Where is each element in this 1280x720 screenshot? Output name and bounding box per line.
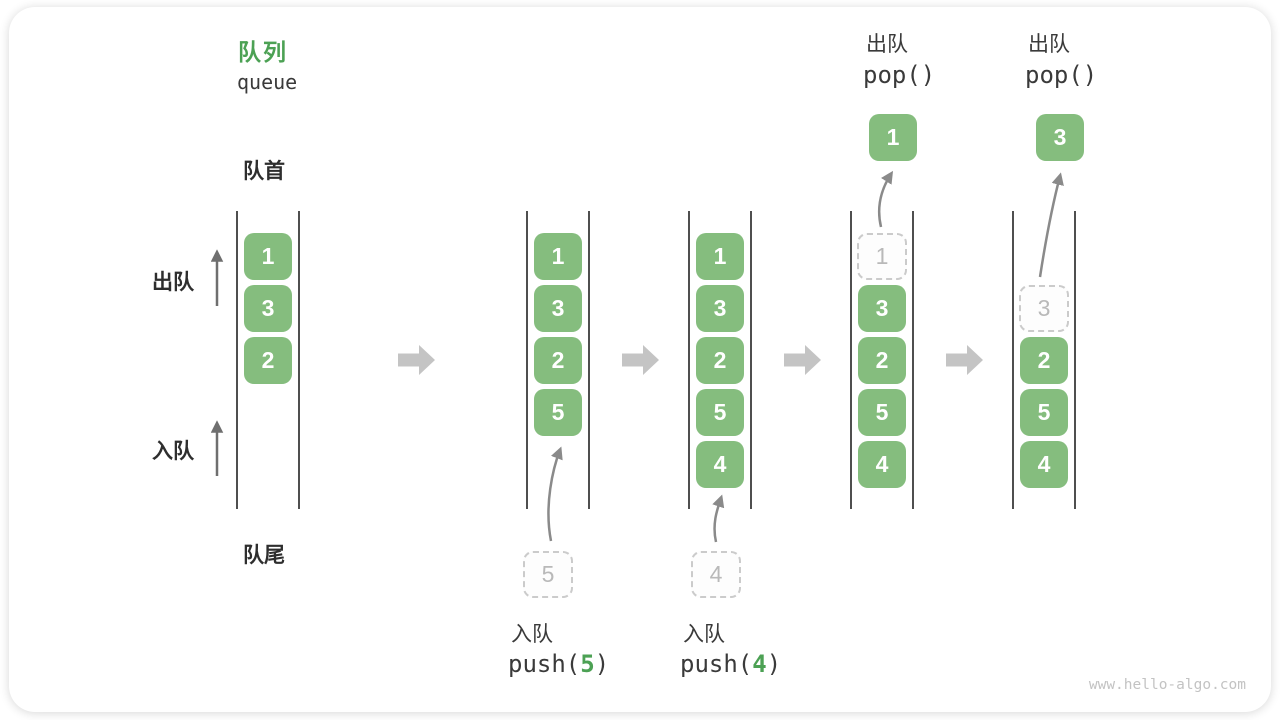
pop1-op-label: 出队 xyxy=(866,33,908,56)
queue3-cell: 2 xyxy=(696,337,744,384)
push5-code-post: ) xyxy=(594,650,610,678)
label-queue-rear: 队尾 xyxy=(243,544,285,567)
push5-code-value: 5 xyxy=(580,650,595,678)
push4-code: push(4) xyxy=(680,650,781,678)
queue4-cell: 5 xyxy=(858,389,906,436)
watermark: www.hello-algo.com xyxy=(1088,677,1246,693)
queue4-right-wall xyxy=(912,211,914,509)
queue5-cell: 4 xyxy=(1020,441,1068,488)
queue5-right-wall xyxy=(1074,211,1076,509)
queue4-cell: 2 xyxy=(858,337,906,384)
pop2-code: pop() xyxy=(1025,61,1098,89)
queue3-right-wall xyxy=(750,211,752,509)
queue1-cell: 3 xyxy=(244,285,292,332)
label-enqueue-direction: 入队 xyxy=(152,440,194,463)
queue3-left-wall xyxy=(688,211,690,509)
queue1-right-wall xyxy=(298,211,300,509)
queue2-right-wall xyxy=(588,211,590,509)
queue3-cell: 4 xyxy=(696,441,744,488)
queue3-cell: 5 xyxy=(696,389,744,436)
queue5-cell: 5 xyxy=(1020,389,1068,436)
queue2-left-wall xyxy=(526,211,528,509)
transition-arrow-icon xyxy=(946,345,983,375)
transition-arrow-icon xyxy=(784,345,821,375)
transition-arrow-icon xyxy=(398,345,435,375)
push5-code: push(5) xyxy=(508,650,609,678)
page-subtitle: queue xyxy=(237,70,298,94)
queue4-ghost-cell: 1 xyxy=(857,233,907,280)
queue1-left-wall xyxy=(236,211,238,509)
push4-code-post: ) xyxy=(766,650,782,678)
queue2-cell: 3 xyxy=(534,285,582,332)
queue4-popped-cell: 1 xyxy=(869,114,917,161)
enqueue-staging-cell-4: 4 xyxy=(691,551,741,598)
push4-code-pre: push( xyxy=(680,650,753,678)
transition-arrow-icon xyxy=(622,345,659,375)
queue1-cell: 2 xyxy=(244,337,292,384)
queue2-cell: 2 xyxy=(534,337,582,384)
queue5-popped-cell: 3 xyxy=(1036,114,1084,161)
page-title: 队列 xyxy=(238,39,288,65)
queue5-cell: 2 xyxy=(1020,337,1068,384)
queue4-cell: 3 xyxy=(858,285,906,332)
queue5-ghost-cell: 3 xyxy=(1019,285,1069,332)
queue4-cell: 4 xyxy=(858,441,906,488)
queue2-cell: 1 xyxy=(534,233,582,280)
queue1-cell: 1 xyxy=(244,233,292,280)
queue3-cell: 3 xyxy=(696,285,744,332)
enqueue-staging-cell-5: 5 xyxy=(523,551,573,598)
queue2-cell: 5 xyxy=(534,389,582,436)
label-queue-front: 队首 xyxy=(243,160,285,183)
push5-code-pre: push( xyxy=(508,650,581,678)
push5-op-label: 入队 xyxy=(511,623,553,646)
pop2-op-label: 出队 xyxy=(1028,33,1070,56)
push4-op-label: 入队 xyxy=(683,623,725,646)
pop1-code: pop() xyxy=(863,61,936,89)
queue5-left-wall xyxy=(1012,211,1014,509)
queue3-cell: 1 xyxy=(696,233,744,280)
push4-code-value: 4 xyxy=(752,650,767,678)
label-dequeue-direction: 出队 xyxy=(152,271,194,294)
queue4-left-wall xyxy=(850,211,852,509)
